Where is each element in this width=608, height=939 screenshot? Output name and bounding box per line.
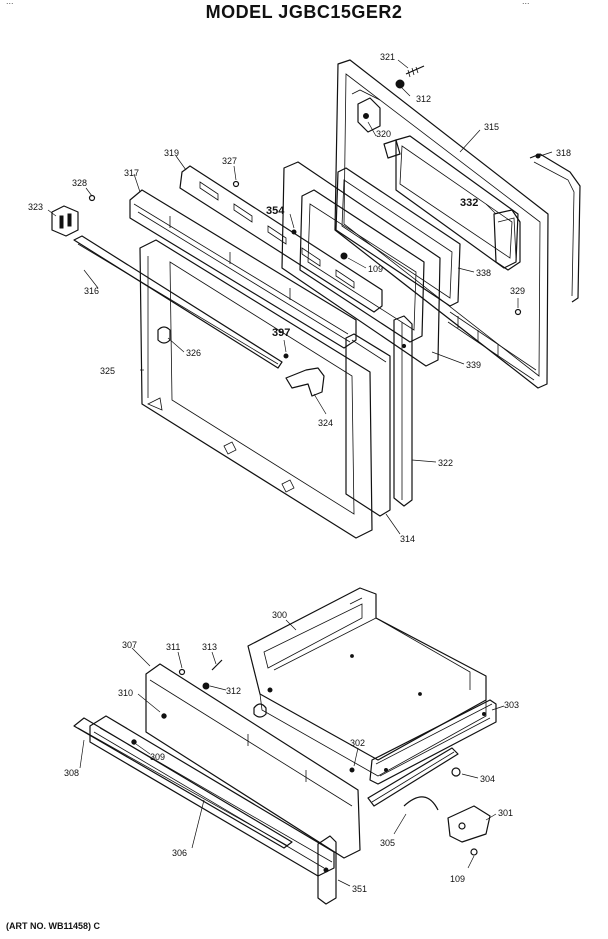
header-right-fragment: ... [522, 0, 530, 6]
callout-311: 311 [166, 642, 180, 652]
callout-327: 327 [222, 156, 237, 166]
latch-clip [285, 367, 325, 397]
callout-326: 326 [186, 348, 201, 358]
handle-rod [73, 235, 283, 369]
callout-303: 303 [504, 700, 519, 710]
callout-324: 324 [318, 418, 333, 428]
glass-bracket [493, 209, 521, 271]
drawer-slide-rail [369, 699, 497, 785]
callout-306: 306 [172, 848, 187, 858]
callout-397: 397 [272, 327, 290, 339]
vent-screw [232, 180, 240, 188]
callout-354: 354 [266, 205, 285, 217]
hinge-bracket [357, 97, 401, 159]
callout-323: 323 [28, 202, 43, 212]
drawer-washer [202, 682, 210, 690]
callout-312-lower: 312 [226, 686, 241, 696]
callout-305: 305 [380, 838, 395, 848]
drawer-end-cap [317, 835, 337, 905]
callout-325: 325 [100, 366, 115, 376]
callout-329: 329 [510, 286, 525, 296]
door-outer-panel [334, 59, 549, 389]
callout-310: 310 [118, 688, 133, 698]
callout-307: 307 [122, 640, 137, 650]
drawer-screw [178, 668, 186, 676]
callout-339: 339 [466, 360, 481, 370]
frame-clip [157, 326, 171, 344]
callout-351: 351 [352, 884, 367, 894]
art-number: (ART NO. WB11458) C [6, 921, 101, 931]
callout-316: 316 [84, 286, 99, 296]
callout-314: 314 [400, 534, 415, 544]
callout-300: 300 [272, 610, 287, 620]
drawer-trim [89, 715, 335, 877]
callout-301: 301 [498, 808, 513, 818]
drawer-roller [451, 767, 461, 777]
drawer-spring [403, 796, 439, 811]
callout-313: 313 [202, 642, 217, 652]
callout-109-lower: 109 [450, 874, 465, 884]
callout-304: 304 [480, 774, 495, 784]
small-screw [88, 194, 96, 202]
door-liner [281, 161, 441, 367]
header-left-fragment: ... [6, 0, 14, 6]
callout-308: 308 [64, 768, 79, 778]
callout-318: 318 [556, 148, 571, 158]
callout-332: 332 [460, 197, 478, 209]
drawer-bracket [447, 805, 491, 843]
door-side-channel [393, 315, 413, 507]
leader-lines [47, 59, 553, 887]
callout-338: 338 [476, 268, 491, 278]
door-hinge-block [51, 205, 79, 237]
drawer-bolt [211, 659, 223, 671]
drawer-handle-bar [73, 717, 293, 849]
callout-319: 319 [164, 148, 179, 158]
small-fastener [283, 353, 289, 359]
door-front-frame [139, 239, 373, 539]
drawer-bottom-slide [367, 747, 459, 807]
inner-glass-frame [335, 167, 461, 307]
callout-312-top: 312 [416, 94, 431, 104]
liner-screw [291, 229, 297, 235]
door-gasket-strip [529, 153, 581, 303]
callout-309: 309 [150, 752, 165, 762]
drawer-body [247, 587, 487, 777]
callout-322: 322 [438, 458, 453, 468]
callout-320: 320 [376, 129, 391, 139]
small-screw-2 [514, 308, 522, 316]
callout-321: 321 [380, 52, 395, 62]
callout-315: 315 [484, 122, 499, 132]
callout-109-top: 109 [368, 264, 383, 274]
top-screw [395, 65, 425, 89]
door-handle-trim [129, 189, 357, 349]
callout-328: 328 [72, 178, 87, 188]
door-glass [345, 333, 391, 517]
rail-screw [349, 767, 355, 773]
callout-labels: 321 312 315 318 320 319 327 317 328 323 … [28, 52, 571, 894]
callout-302: 302 [350, 738, 365, 748]
diagram-title: MODEL JGBC15GER2 [205, 2, 403, 22]
vent-panel [179, 165, 383, 313]
drawer-front-panel [131, 663, 361, 859]
bracket-screw [470, 848, 478, 856]
callout-317: 317 [124, 168, 139, 178]
